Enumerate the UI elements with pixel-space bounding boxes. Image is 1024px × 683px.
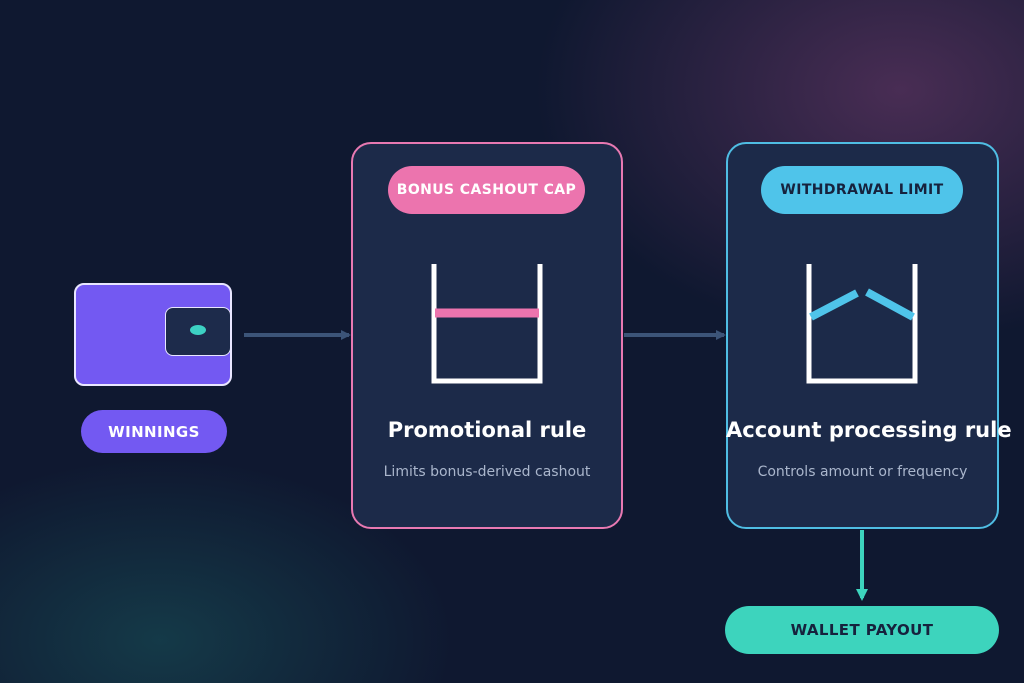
promotional-rule-subtitle: Limits bonus-derived cashout xyxy=(383,464,591,480)
wallet-icon xyxy=(74,283,232,386)
withdrawal-rule-title: Account processing rule xyxy=(726,418,1012,442)
bonus-cashout-cap-badge: BONUS CASHOUT CAP xyxy=(388,166,585,214)
wallet-clasp-dot xyxy=(190,325,206,335)
promotional-rule-title: Promotional rule xyxy=(387,418,587,442)
wallet-clasp xyxy=(165,307,231,356)
withdrawal-limit-badge: WITHDRAWAL LIMIT xyxy=(761,166,963,214)
capped-container-icon xyxy=(431,264,543,384)
gated-container-icon xyxy=(806,264,918,384)
wallet-payout-label: WALLET PAYOUT xyxy=(725,606,999,654)
withdrawal-rule-subtitle: Controls amount or frequency xyxy=(757,464,968,480)
winnings-label: WINNINGS xyxy=(81,410,227,453)
